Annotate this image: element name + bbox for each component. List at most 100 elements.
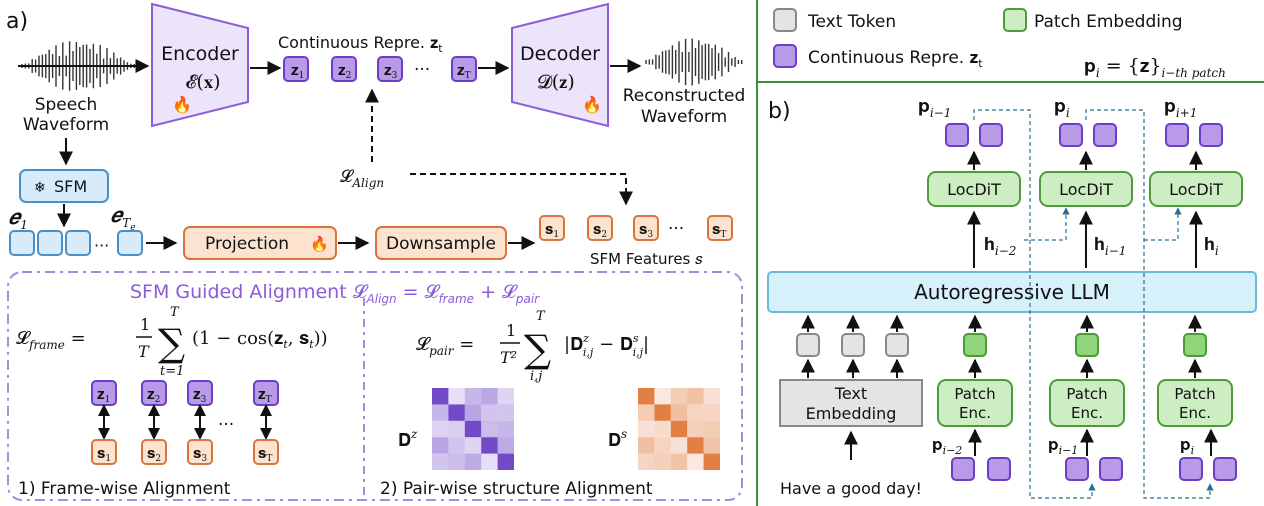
heatmap-cell	[432, 453, 449, 470]
text-embedding-block	[779, 379, 923, 427]
heatmap-cell	[638, 420, 655, 438]
patch-enc-2-label-1: Patch	[1066, 385, 1107, 403]
heatmap-cell	[464, 388, 482, 405]
p-in-2a	[1065, 457, 1089, 481]
locdit-label-2: LocDiT	[1059, 180, 1113, 199]
input-text: Have a good day!	[780, 479, 922, 498]
legend-continuous: Continuous Repre. 𝐳t	[808, 48, 983, 70]
locdit-block-1	[927, 171, 1021, 207]
p-in-1a	[951, 457, 975, 481]
heatmap-cell	[481, 437, 498, 454]
p-in-3a	[1179, 457, 1203, 481]
dz-label: 𝐃z	[398, 427, 418, 451]
fw-z-T: 𝐳T	[253, 380, 279, 406]
legend-text-token: Text Token	[807, 12, 896, 32]
heatmap-cell	[464, 453, 482, 470]
e-token-1	[9, 230, 35, 256]
heatmap-cell	[670, 388, 688, 405]
fw-s-3: 𝐬3	[187, 439, 213, 465]
text-embedding-label-2: Embedding	[806, 404, 897, 423]
fw-z-3: 𝐳3	[187, 380, 213, 406]
continuous-repr-label: Continuous Repre. 𝐳t	[278, 33, 443, 55]
fw-z-2: 𝐳2	[141, 380, 167, 406]
legend-patch-swatch	[1003, 8, 1027, 32]
patch-enc-3-label-1: Patch	[1174, 385, 1215, 403]
locdit-block-3	[1149, 171, 1243, 207]
svg-text:𝐳3: 𝐳3	[384, 61, 398, 81]
s-token-1: 𝐬1	[539, 215, 565, 241]
decoder-label: Decoder	[520, 43, 600, 65]
heatmap-cell	[448, 388, 465, 405]
heatmap-cell	[448, 420, 465, 438]
projection-label: Projection	[205, 234, 289, 254]
fire-icon-encoder: 🔥	[172, 95, 192, 114]
heatmap-cell	[432, 388, 449, 405]
downsample-label: Downsample	[386, 234, 496, 254]
e-token-3	[65, 230, 91, 256]
frame-sum-top: T	[170, 305, 180, 320]
autoregressive-llm-block	[767, 271, 1257, 313]
encoder-math: 𝓔(𝐱)	[186, 71, 221, 93]
heatmap-cell	[481, 404, 498, 421]
p-out-2b	[1093, 123, 1117, 147]
pair-wise-label: 2) Pair-wise structure Alignment	[380, 479, 653, 499]
z-token-T: 𝐳T	[451, 56, 477, 82]
svg-text:𝐬3: 𝐬3	[193, 444, 207, 464]
p-in-1b	[987, 457, 1011, 481]
svg-text:𝐳1: 𝐳1	[291, 61, 304, 81]
heatmap-cell	[497, 388, 514, 405]
p-in-label-2: 𝐩i−1	[1048, 435, 1078, 457]
heatmap-cell	[481, 388, 498, 405]
fw-s-1: 𝐬1	[91, 439, 117, 465]
patch-emb-2	[1075, 333, 1099, 357]
svg-text:𝐳1: 𝐳1	[97, 385, 110, 405]
reconstructed-waveform-icon	[645, 38, 743, 86]
patch-enc-1-label-2: Enc.	[959, 404, 991, 422]
recon-label-1: Reconstructed	[623, 86, 746, 106]
heatmap-cell	[654, 404, 671, 421]
s-ellipsis: ···	[668, 219, 684, 239]
svg-text:𝐳3: 𝐳3	[193, 385, 207, 405]
svg-text:𝐬1: 𝐬1	[545, 220, 559, 240]
legend-patch-embedding: Patch Embedding	[1034, 12, 1183, 32]
heatmap-cell	[670, 420, 688, 438]
frame-frac-num: 1	[140, 315, 150, 334]
guided-alignment-box	[7, 271, 743, 501]
e-token-T	[117, 230, 143, 256]
svg-text:𝐬3: 𝐬3	[639, 220, 653, 240]
heatmap-cell	[703, 437, 720, 454]
e-token-2	[37, 230, 63, 256]
heatmap-cell	[687, 404, 704, 421]
heatmap-cell	[464, 404, 482, 421]
e-ellipsis: ···	[94, 236, 109, 255]
heatmap-cell	[448, 404, 465, 421]
svg-text:𝐬T: 𝐬T	[258, 444, 272, 464]
svg-text:𝐳2: 𝐳2	[338, 61, 351, 81]
panel-a-label: a)	[6, 9, 28, 34]
p-out-1b	[979, 123, 1003, 147]
pair-loss-lhs: 𝓛pair =	[416, 334, 474, 358]
llm-label: Autoregressive LLM	[914, 280, 1110, 304]
pair-sum-bottom: i,j	[530, 369, 542, 384]
sfm-block	[19, 169, 109, 203]
heatmap-cell	[670, 453, 688, 470]
locdit-block-2	[1039, 171, 1133, 207]
heatmap-cell	[497, 404, 514, 421]
text-token-2	[841, 333, 865, 357]
p-in-3b	[1213, 457, 1237, 481]
dashed-arrow-align-to-s	[410, 173, 633, 206]
fw-s-T: 𝐬T	[253, 439, 279, 465]
e1-label: 𝒆1	[8, 205, 28, 232]
heatmap-cell	[703, 404, 720, 421]
frame-loss-lhs: 𝓛frame =	[16, 328, 86, 352]
svg-text:𝐬T: 𝐬T	[712, 220, 726, 240]
heatmap-cell	[687, 420, 704, 438]
patch-enc-2-label-2: Enc.	[1071, 404, 1103, 422]
heatmap-cell	[638, 404, 655, 421]
locdit-label-3: LocDiT	[1169, 180, 1223, 199]
heatmap-cell	[432, 420, 449, 438]
encoder-block	[151, 2, 249, 128]
legend-text-token-swatch	[773, 8, 797, 32]
decoder-block	[511, 2, 609, 128]
